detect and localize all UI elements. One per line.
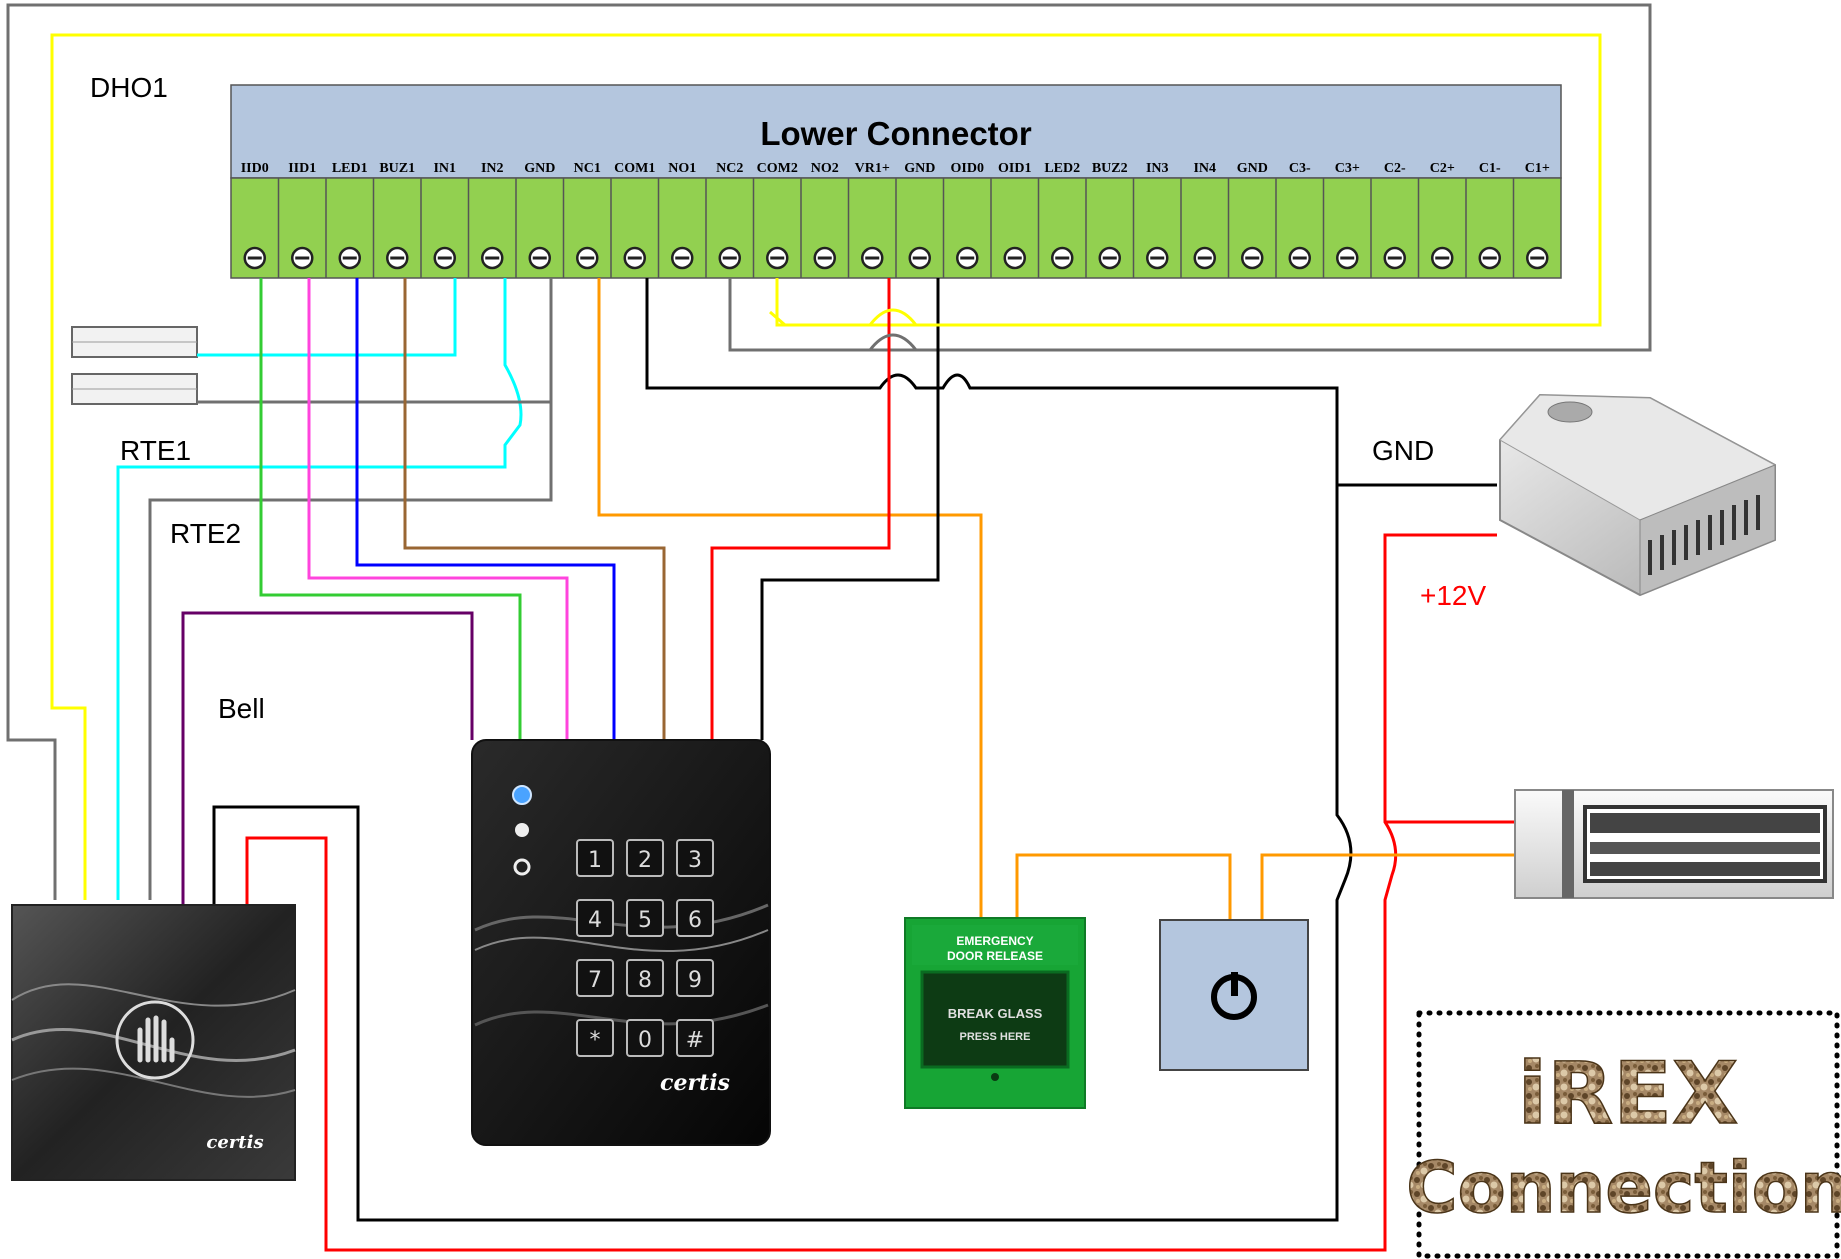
keypad-key — [576, 959, 614, 997]
palm-reader-device: certis — [11, 904, 296, 1181]
label-rte2: RTE2 — [170, 518, 241, 549]
pin-label-1: IID1 — [288, 161, 316, 176]
pin-label-3: BUZ1 — [379, 161, 415, 176]
keypad-key-label: 7 — [588, 968, 602, 993]
keypad-key-label: 5 — [638, 908, 652, 933]
lower-connector: Lower Connector IID0 IID1 LED1 BUZ1 IN1 IN2 GN… — [230, 84, 1562, 279]
pin-label-22: C3- — [1289, 161, 1311, 176]
keypad-reader-device: 1 2 3 4 5 6 7 8 9 * 0 # certis — [471, 739, 771, 1146]
keypad-key-label: 2 — [638, 848, 652, 873]
pin-label-24: C2- — [1384, 161, 1406, 176]
pin-label-23: C3+ — [1335, 161, 1360, 176]
keypad-key — [626, 959, 664, 997]
power-led-icon — [512, 785, 532, 805]
reader-brand-logo: certis — [206, 1132, 263, 1153]
hand-icon — [137, 1015, 175, 1063]
pin-label-12: NO2 — [811, 161, 839, 176]
palm-sensor-icon — [115, 1000, 195, 1080]
label-plus12v: +12V — [1420, 580, 1486, 611]
pin-label-14: GND — [904, 161, 935, 176]
pin-label-19: IN3 — [1146, 161, 1169, 176]
emergency-door-release-device: EMERGENCY DOOR RELEASE BREAK GLASS PRESS… — [904, 917, 1086, 1109]
keypad-key — [626, 899, 664, 937]
pin-label-15: OID0 — [951, 161, 984, 176]
keypad-key — [676, 1019, 714, 1057]
keypad-key-label: 8 — [638, 968, 652, 993]
pin-label-13: VR1+ — [855, 161, 890, 176]
irex-connection-logo: iREX Connection — [1406, 1010, 1841, 1259]
label-dho1: DHO1 — [90, 72, 168, 103]
pin-label-26: C1- — [1479, 161, 1501, 176]
door-contact-sensors — [71, 326, 198, 405]
pin-label-17: LED2 — [1044, 161, 1080, 176]
keypad-keys: 1 2 3 4 5 6 7 8 9 * 0 # — [576, 839, 714, 1057]
connector-pin-labels: IID0 IID1 LED1 BUZ1 IN1 IN2 GND NC1 COM1 NO1 NC2 CO… — [241, 161, 1550, 176]
break-glass-text-2: PRESS HERE — [960, 1031, 1031, 1043]
connector-title: Lower Connector — [760, 115, 1032, 152]
pin-label-27: C1+ — [1525, 161, 1550, 176]
emergency-text-2: DOOR RELEASE — [947, 949, 1043, 963]
diagram-labels: DHO1 RTE1 RTE2 Bell GND +12V — [90, 72, 1486, 724]
pin-label-8: COM1 — [614, 161, 655, 176]
keypad-key — [676, 839, 714, 877]
pin-label-25: C2+ — [1430, 161, 1455, 176]
label-rte1: RTE1 — [120, 435, 191, 466]
keypad-key-label: 1 — [588, 848, 602, 873]
pin-label-7: NC1 — [574, 161, 601, 176]
keypad-brand-logo: certis — [660, 1070, 730, 1096]
pin-label-0: IID0 — [241, 161, 269, 176]
keypad-key — [576, 1019, 614, 1057]
status-led-icon — [515, 823, 529, 837]
pin-label-9: NO1 — [668, 161, 696, 176]
keypad-key-label: 3 — [688, 848, 702, 873]
magnetic-lock-image — [1514, 789, 1834, 899]
pin-label-5: IN2 — [481, 161, 504, 176]
pin-label-10: NC2 — [716, 161, 743, 176]
keypad-key-label: 0 — [638, 1028, 652, 1053]
emergency-text-1: EMERGENCY — [956, 934, 1033, 948]
keypad-key-label: # — [686, 1028, 704, 1053]
connector-wires — [116, 278, 1515, 1252]
pin-label-4: IN1 — [433, 161, 456, 176]
keypad-key-label: * — [590, 1028, 601, 1053]
keypad-key — [626, 1019, 664, 1057]
keypad-key — [676, 959, 714, 997]
keypad-key-label: 9 — [688, 968, 702, 993]
keypad-key — [576, 839, 614, 877]
break-glass-text-1: BREAK GLASS — [948, 1006, 1043, 1021]
pin-label-18: BUZ2 — [1092, 161, 1128, 176]
pin-label-21: GND — [1237, 161, 1268, 176]
keypad-key-label: 4 — [588, 908, 602, 933]
keypad-key-label: 6 — [688, 908, 702, 933]
label-bell: Bell — [218, 693, 265, 724]
pin-label-20: IN4 — [1193, 161, 1216, 176]
connector-terminals — [243, 178, 1549, 278]
irex-logo-line2: Connection — [1406, 1147, 1841, 1229]
power-supply-image — [1499, 393, 1777, 597]
keypad-key — [676, 899, 714, 937]
indicator-ring-icon — [513, 858, 531, 876]
keypad-key — [626, 839, 664, 877]
exit-button-device — [1159, 919, 1309, 1071]
keypad-key — [576, 899, 614, 937]
pin-label-2: LED1 — [332, 161, 368, 176]
irex-logo-line1: iREX — [1518, 1044, 1739, 1144]
pin-label-16: OID1 — [998, 161, 1031, 176]
label-gnd: GND — [1372, 435, 1434, 466]
pin-label-11: COM2 — [757, 161, 798, 176]
power-icon — [1211, 972, 1257, 1020]
pin-label-6: GND — [524, 161, 555, 176]
